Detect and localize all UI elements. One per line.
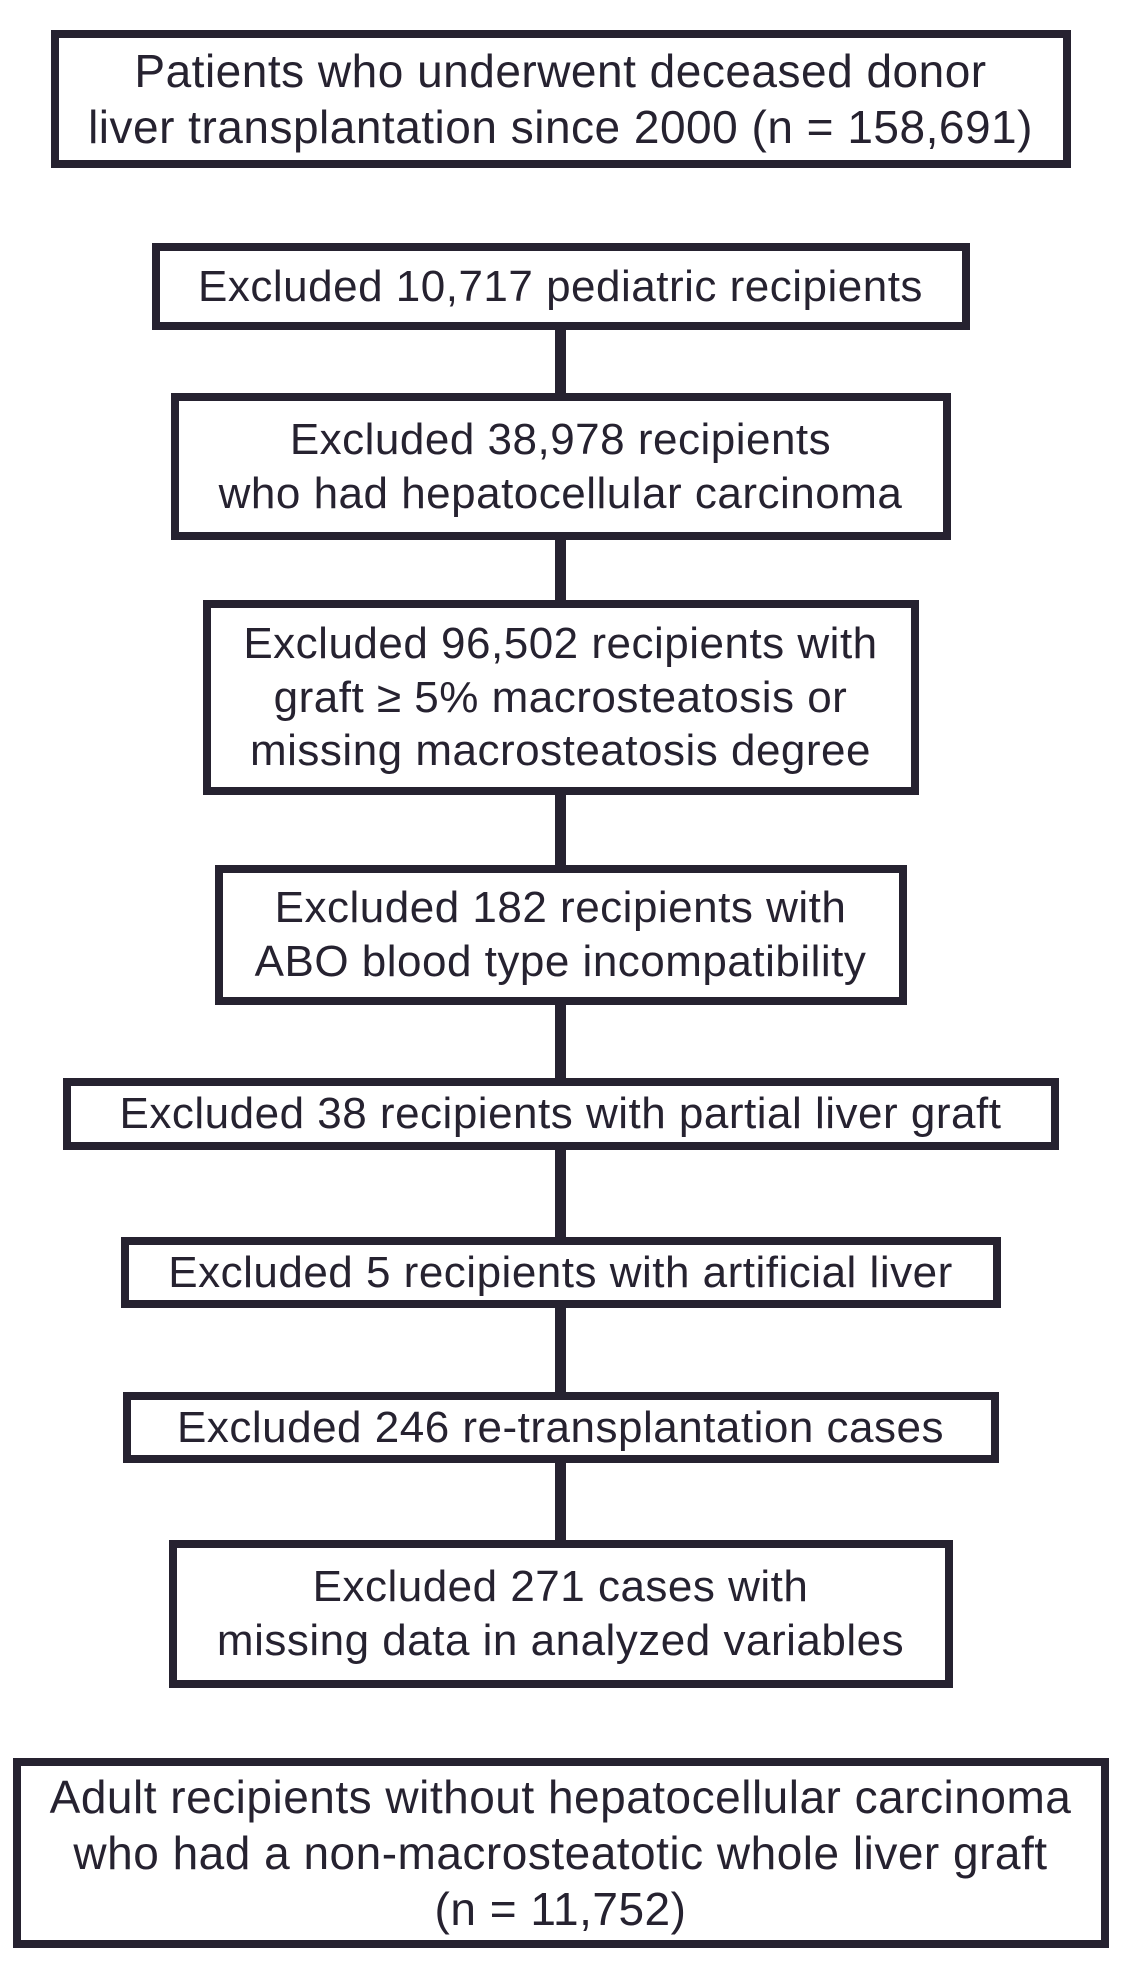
connector-line-6 — [555, 1308, 566, 1392]
flow-box-exclusion-macrosteatosis-text: Excluded 96,502 recipients with graft ≥ … — [243, 618, 878, 776]
patient-flowchart: Patients who underwent deceased donor li… — [12, 30, 1109, 1948]
flow-box-exclusion-abo-text: Excluded 182 recipients with ABO blood t… — [254, 883, 867, 986]
flow-box-exclusion-artificial-liver: Excluded 5 recipients with artificial li… — [120, 1237, 1001, 1308]
flow-box-exclusion-missing-data-text: Excluded 271 cases with missing data in … — [216, 1562, 905, 1665]
flow-box-final-cohort-text: Adult recipients without hepatocellular … — [49, 1770, 1072, 1936]
flow-box-exclusion-partial-graft-text: Excluded 38 recipients with partial live… — [119, 1089, 1002, 1139]
flow-box-exclusion-hcc-text: Excluded 38,978 recipients who had hepat… — [218, 414, 903, 518]
flow-box-start: Patients who underwent deceased donor li… — [50, 30, 1071, 168]
flow-box-exclusion-macrosteatosis: Excluded 96,502 recipients with graft ≥ … — [202, 600, 919, 795]
flow-box-exclusion-retransplantation: Excluded 246 re-transplantation cases — [122, 1392, 999, 1463]
connector-line-7 — [555, 1463, 566, 1540]
connector-line-4 — [555, 1005, 566, 1078]
flow-box-exclusion-pediatric: Excluded 10,717 pediatric recipients — [151, 243, 970, 330]
flow-box-exclusion-abo: Excluded 182 recipients with ABO blood t… — [214, 865, 907, 1005]
connector-line-1 — [555, 330, 566, 393]
flow-box-exclusion-pediatric-text: Excluded 10,717 pediatric recipients — [198, 261, 923, 311]
flow-box-exclusion-missing-data: Excluded 271 cases with missing data in … — [168, 1540, 953, 1688]
connector-line-3 — [555, 795, 566, 865]
flow-box-exclusion-retransplantation-text: Excluded 246 re-transplantation cases — [177, 1402, 944, 1452]
connector-line-5 — [555, 1150, 566, 1237]
flow-box-final-cohort: Adult recipients without hepatocellular … — [12, 1758, 1109, 1948]
connector-line-2 — [555, 540, 566, 600]
flow-box-start-text: Patients who underwent deceased donor li… — [88, 44, 1033, 153]
flow-box-exclusion-hcc: Excluded 38,978 recipients who had hepat… — [170, 393, 951, 540]
flow-box-exclusion-artificial-liver-text: Excluded 5 recipients with artificial li… — [168, 1247, 953, 1297]
flow-box-exclusion-partial-graft: Excluded 38 recipients with partial live… — [62, 1078, 1059, 1150]
